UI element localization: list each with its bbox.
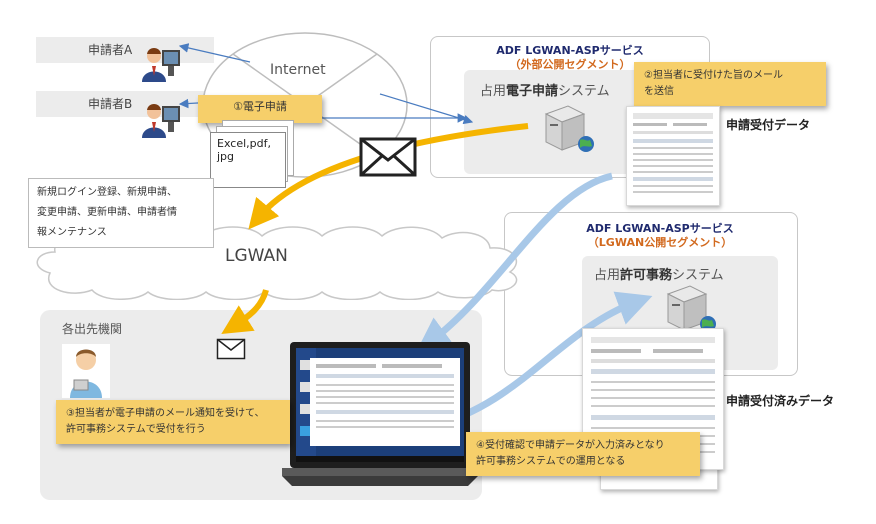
file-types-line2: jpg [217,150,235,163]
mail-icon [216,338,246,360]
external-service-subtitle: （外部公開セグメント） [509,58,631,71]
file-types-line1: Excel,pdf, [217,137,271,150]
lgwan-system-suffix: システム [672,268,724,283]
lgwan-system-bold: 許可事務 [620,268,673,283]
step2-line1: ②担当者に受付けた旨のメール [644,70,783,81]
features-line3: 報メンテナンス [37,227,107,238]
step3-note: ③担当者が電子申請のメール通知を受けて、 許可事務システムで受付を行う [56,400,290,444]
step1-label: ①電子申請 [233,100,287,113]
external-service-title: ADF LGWAN-ASPサービス [496,44,644,57]
features-line2: 変更申請、更新申請、申請者情 [37,207,177,218]
step3-line1: ③担当者が電子申請のメール通知を受けて、 [66,408,265,419]
step3-line2: 許可事務システムで受付を行う [66,424,206,435]
received-data-document [626,106,720,206]
server-icon [540,104,596,154]
step4-line1: ④受付確認で申請データが入力済みとなり [476,440,665,451]
person-computer-icon [140,100,184,140]
accepted-data-label: 申請受付済みデータ [726,394,835,408]
step4-line2: 許可事務システムでの運用となる [476,456,626,467]
step2-line2: を送信 [644,86,674,97]
external-system-suffix: システム [558,84,610,99]
server-icon [662,284,718,334]
features-note: 新規ログイン登録、新規申請、 変更申請、更新申請、申請者情 報メンテナンス [28,178,214,248]
applicant-a-label: 申請者A [88,43,133,57]
person-computer-icon [140,44,184,84]
internet-label: Internet [270,62,326,78]
laptop-icon [282,340,478,490]
step1-note: ①電子申請 [198,95,322,123]
external-system-name: 占用電子申請システム [480,80,610,99]
lgwan-service-title: ADF LGWAN-ASPサービス [586,222,734,235]
agency-label: 各出先機関 [62,322,123,336]
lgwan-system-name: 占用許可事務システム [594,264,724,283]
external-system-bold: 電子申請 [506,84,559,99]
applicant-b-label: 申請者B [88,97,133,111]
lgwan-system-prefix: 占用 [594,268,621,283]
staff-person-icon [62,344,110,398]
file-types-doc: Excel,pdf, jpg [210,132,286,188]
features-line1: 新規ログイン登録、新規申請、 [37,187,177,198]
step2-note: ②担当者に受付けた旨のメール を送信 [634,62,826,106]
external-system-prefix: 占用 [480,84,507,99]
mail-icon [358,136,418,178]
received-data-label: 申請受付データ [726,118,811,132]
lgwan-service-subtitle: （LGWAN公開セグメント） [587,236,733,249]
step4-note: ④受付確認で申請データが入力済みとなり 許可事務システムでの運用となる [466,432,700,476]
lgwan-label: LGWAN [225,246,288,266]
